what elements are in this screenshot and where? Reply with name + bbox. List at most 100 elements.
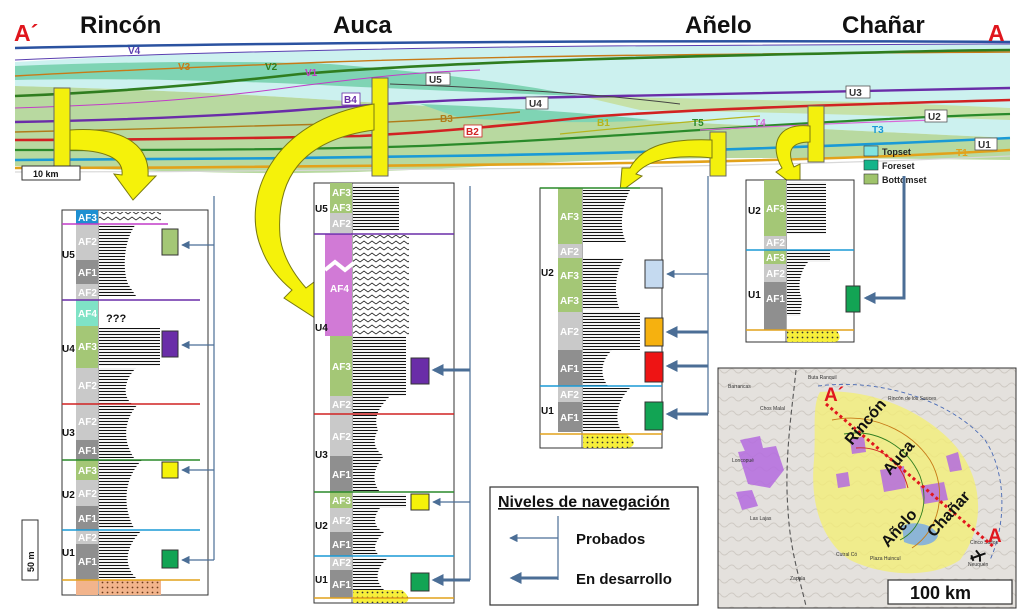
map-scale-box [887, 579, 1013, 605]
facies-block [558, 350, 582, 386]
facies-label: AF3 [78, 466, 97, 477]
surface-label-b3: B3 [440, 114, 453, 125]
locality-anelo: Añelo [685, 12, 752, 39]
lithology-fill [353, 336, 406, 492]
facies-label: AF2 [560, 247, 579, 258]
facies-label: AF1 [560, 413, 579, 424]
vertical-scale-box [21, 519, 39, 581]
map-place: Cutral Có [836, 552, 857, 558]
map-place: Plaza Huincul [870, 556, 901, 562]
surface-label-box-u2 [924, 109, 948, 123]
contour-line [843, 432, 925, 541]
arrow-rincon [69, 129, 158, 201]
legend-swatch-foreset [863, 159, 879, 171]
navigation-legend-title: Niveles de navegación [498, 494, 670, 511]
scale-bar-label: 10 km [33, 169, 59, 179]
facies-block [558, 244, 582, 258]
well-to-column-arrows [69, 103, 811, 321]
field-patch [736, 490, 758, 510]
facies-label: AF3 [766, 204, 785, 215]
map-place: Cinco Saltos [970, 540, 999, 546]
lithology-fill [583, 258, 624, 310]
facies-label: AF4 [330, 284, 349, 295]
scale-bar-box [21, 165, 81, 181]
unit-label: U3 [62, 428, 75, 439]
navigation-legend-developing: En desarrollo [576, 571, 672, 588]
lithology-fill [583, 388, 630, 432]
field-patch [836, 472, 850, 488]
field-patch [946, 452, 962, 472]
unit-label: U4 [315, 323, 328, 334]
bottomset-band [15, 86, 1010, 174]
unit-label: U5 [62, 250, 75, 261]
navigation-marker-developing [644, 317, 664, 347]
facies-block [76, 404, 98, 440]
facies-block [76, 326, 98, 368]
navigation-marker-developing [410, 357, 430, 385]
facies-block [558, 188, 582, 244]
column-chanar: AF3 AF2 AF3 AF2 AF1 U2 U1 [745, 176, 906, 343]
arrow-auca [254, 103, 375, 321]
unit-label: U1 [62, 548, 75, 559]
lithology-fill [99, 580, 161, 595]
unit-label: U2 [315, 521, 328, 532]
lithology-fill [787, 330, 840, 342]
unit-label: U2 [541, 268, 554, 279]
surface-label-t4: T4 [754, 118, 766, 129]
facies-block [76, 260, 98, 284]
facies-block [764, 236, 786, 250]
surface-line-b4 [14, 86, 1011, 124]
field-patch [880, 466, 906, 492]
map-endpoint-left: A´ [824, 385, 844, 406]
map-place: Neuquén [968, 562, 989, 568]
bottomset-band-2 [580, 96, 1010, 120]
navigation-marker-developing [644, 351, 664, 383]
locality-rincon: Rincón [80, 12, 161, 39]
facies-block [76, 224, 98, 260]
facies-label: AF3 [332, 496, 351, 507]
lithology-fill [99, 460, 142, 528]
cross-section: A´ A Rincón Auca Añelo Chañar V4 V3 V2 V… [14, 12, 1011, 185]
unit-label: U2 [62, 490, 75, 501]
surface-label-box-u3 [845, 85, 871, 99]
locality-auca: Auca [333, 12, 392, 39]
surface-label-u5: U5 [429, 75, 442, 86]
facies-label: AF2 [560, 390, 579, 401]
facies-block [558, 402, 582, 432]
facies-block [330, 492, 352, 508]
lithology-fill [99, 212, 161, 222]
lithology-fill [353, 235, 409, 335]
unit-label: U1 [315, 575, 328, 586]
facies-block [330, 456, 352, 492]
facies-block [76, 460, 98, 480]
map-place: Rincón de los Sauces [888, 396, 937, 402]
column-rincon: AF3 AF2 AF1 AF2 AF4 AF3 AF2 AF2 AF1 AF3 … [61, 196, 215, 596]
facies-block [764, 264, 786, 282]
surface-label-box-u5 [425, 72, 451, 86]
well-marker-rincon [53, 87, 71, 169]
facies-block [325, 234, 352, 336]
map-place: Barrancas [728, 384, 751, 390]
lithology-fill [353, 558, 388, 590]
facies-label: AF3 [332, 362, 351, 373]
facies-block [76, 580, 98, 595]
surface-label-box-b2 [463, 124, 483, 138]
facies-block [330, 532, 352, 556]
column-anelo: AF3 AF2 AF3 AF3 AF2 AF1 AF2 AF1 U2 U1 [539, 176, 709, 449]
navigation-marker-tested [161, 330, 179, 358]
unit-label: U4 [62, 344, 75, 355]
facies-block [76, 440, 98, 460]
surface-line-t1 [14, 148, 1011, 170]
facies-label: AF2 [78, 533, 97, 544]
facies-block [764, 250, 786, 264]
facies-label: AF2 [78, 237, 97, 248]
surface-label-v4: V4 [128, 46, 141, 57]
navigation-marker-tested [410, 493, 430, 511]
facies-label: AF1 [78, 557, 97, 568]
facies-block [764, 180, 786, 236]
map-scale-label: 100 km [910, 583, 971, 603]
facies-block [76, 544, 98, 580]
facies-label: AF1 [332, 540, 351, 551]
surface-line-v2 [14, 48, 1011, 98]
facies-block [330, 201, 352, 213]
